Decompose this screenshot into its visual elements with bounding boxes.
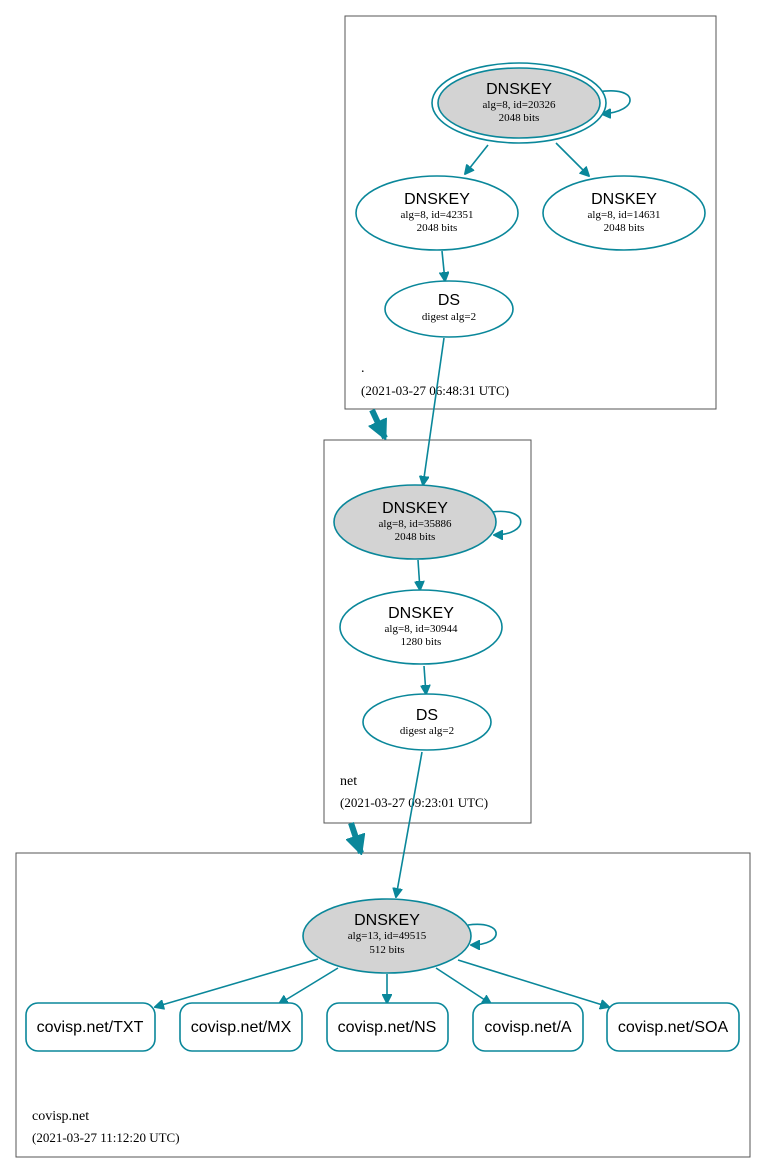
node-bits: 2048 bits	[604, 222, 645, 234]
zone-root-timestamp: (2021-03-27 06:48:31 UTC)	[361, 383, 509, 398]
ds-node-root: DS digest alg=2	[384, 280, 514, 338]
delegation-net-to-covisp	[351, 822, 361, 853]
ds-node-net: DS digest alg=2	[362, 693, 492, 751]
rrset-node-a: covisp.net/A	[472, 1002, 584, 1052]
node-digest: digest alg=2	[400, 725, 454, 737]
node-title: DNSKEY	[382, 500, 448, 517]
node-digest: digest alg=2	[422, 311, 476, 323]
ksk-inner-ellipse	[437, 67, 601, 139]
node-alg: alg=8, id=20326	[483, 99, 556, 111]
edge-net-ksk-self	[491, 510, 522, 535]
rrset-label: covisp.net/SOA	[618, 1019, 729, 1036]
zone-covisp-name: covisp.net	[32, 1109, 89, 1124]
dnskey-node-net-zsk: DNSKEY alg=8, id=30944 1280 bits	[339, 589, 503, 665]
node-alg: alg=8, id=30944	[385, 623, 458, 635]
node-title: DNSKEY	[388, 605, 454, 622]
node-ellipse	[384, 280, 514, 338]
edge-root-zsk1-to-ds	[442, 250, 445, 281]
rrset-label: covisp.net/A	[484, 1019, 571, 1036]
edge-covisp-key-to-txt	[155, 958, 319, 1007]
edge-covisp-key-to-mx	[279, 967, 339, 1004]
node-box	[326, 1002, 449, 1052]
rrset-label: covisp.net/TXT	[37, 1019, 144, 1036]
node-ellipse	[362, 693, 492, 751]
dnskey-node-root-zsk2: DNSKEY alg=8, id=14631 2048 bits	[542, 175, 706, 251]
edge-net-ds-to-covisp-key	[396, 751, 423, 897]
node-ellipse	[339, 589, 503, 665]
node-ellipse	[302, 898, 472, 974]
node-bits: 2048 bits	[395, 531, 436, 543]
rrset-node-mx: covisp.net/MX	[179, 1002, 303, 1052]
node-bits: 2048 bits	[499, 112, 540, 124]
node-bits: 512 bits	[369, 944, 404, 956]
edge-net-zsk-to-ds	[424, 665, 426, 694]
delegation-root-to-net	[372, 408, 388, 438]
zone-net-timestamp: (2021-03-27 09:23:01 UTC)	[340, 795, 488, 810]
rrset-label: covisp.net/NS	[338, 1019, 437, 1036]
node-title: DNSKEY	[591, 191, 657, 208]
node-alg: alg=8, id=42351	[401, 209, 474, 221]
node-title: DNSKEY	[486, 81, 552, 98]
zone-net-name: net	[340, 774, 357, 789]
edge-covisp-key-to-soa	[457, 959, 609, 1007]
edge-root-ksk-to-zsk1	[465, 144, 489, 174]
node-box	[179, 1002, 303, 1052]
edge-covisp-key-self	[467, 923, 497, 945]
dnskey-node-root-zsk1: DNSKEY alg=8, id=42351 2048 bits	[355, 175, 519, 251]
node-bits: 1280 bits	[401, 636, 442, 648]
dnskey-node-covisp: DNSKEY alg=13, id=49515 512 bits	[302, 898, 472, 974]
node-box	[25, 1002, 156, 1052]
node-ellipse	[333, 484, 497, 560]
zone-covisp-timestamp: (2021-03-27 11:12:20 UTC)	[32, 1130, 180, 1145]
node-title: DS	[438, 292, 460, 309]
edge-root-ksk-self	[597, 90, 631, 114]
node-ellipse	[542, 175, 706, 251]
node-box	[606, 1002, 740, 1052]
edge-root-ksk-to-zsk2	[555, 142, 589, 176]
rrset-node-soa: covisp.net/SOA	[606, 1002, 740, 1052]
node-title: DNSKEY	[354, 912, 420, 929]
node-title: DS	[416, 707, 438, 724]
dnskey-node-net-ksk: DNSKEY alg=8, id=35886 2048 bits	[333, 484, 497, 560]
node-alg: alg=13, id=49515	[348, 930, 427, 942]
edge-net-ksk-to-zsk	[418, 559, 420, 590]
node-title: DNSKEY	[404, 191, 470, 208]
node-ellipse	[355, 175, 519, 251]
node-bits: 2048 bits	[417, 222, 458, 234]
node-alg: alg=8, id=14631	[588, 209, 661, 221]
dnskey-node-root-ksk: DNSKEY alg=8, id=20326 2048 bits	[431, 62, 607, 144]
rrset-label: covisp.net/MX	[191, 1019, 292, 1036]
edge-covisp-key-to-a	[435, 967, 491, 1004]
node-box	[472, 1002, 584, 1052]
rrset-node-ns: covisp.net/NS	[326, 1002, 449, 1052]
zone-root-name: .	[361, 361, 365, 376]
rrset-node-txt: covisp.net/TXT	[25, 1002, 156, 1052]
node-alg: alg=8, id=35886	[379, 518, 452, 530]
edge-root-ds-to-net-ksk	[423, 337, 445, 485]
